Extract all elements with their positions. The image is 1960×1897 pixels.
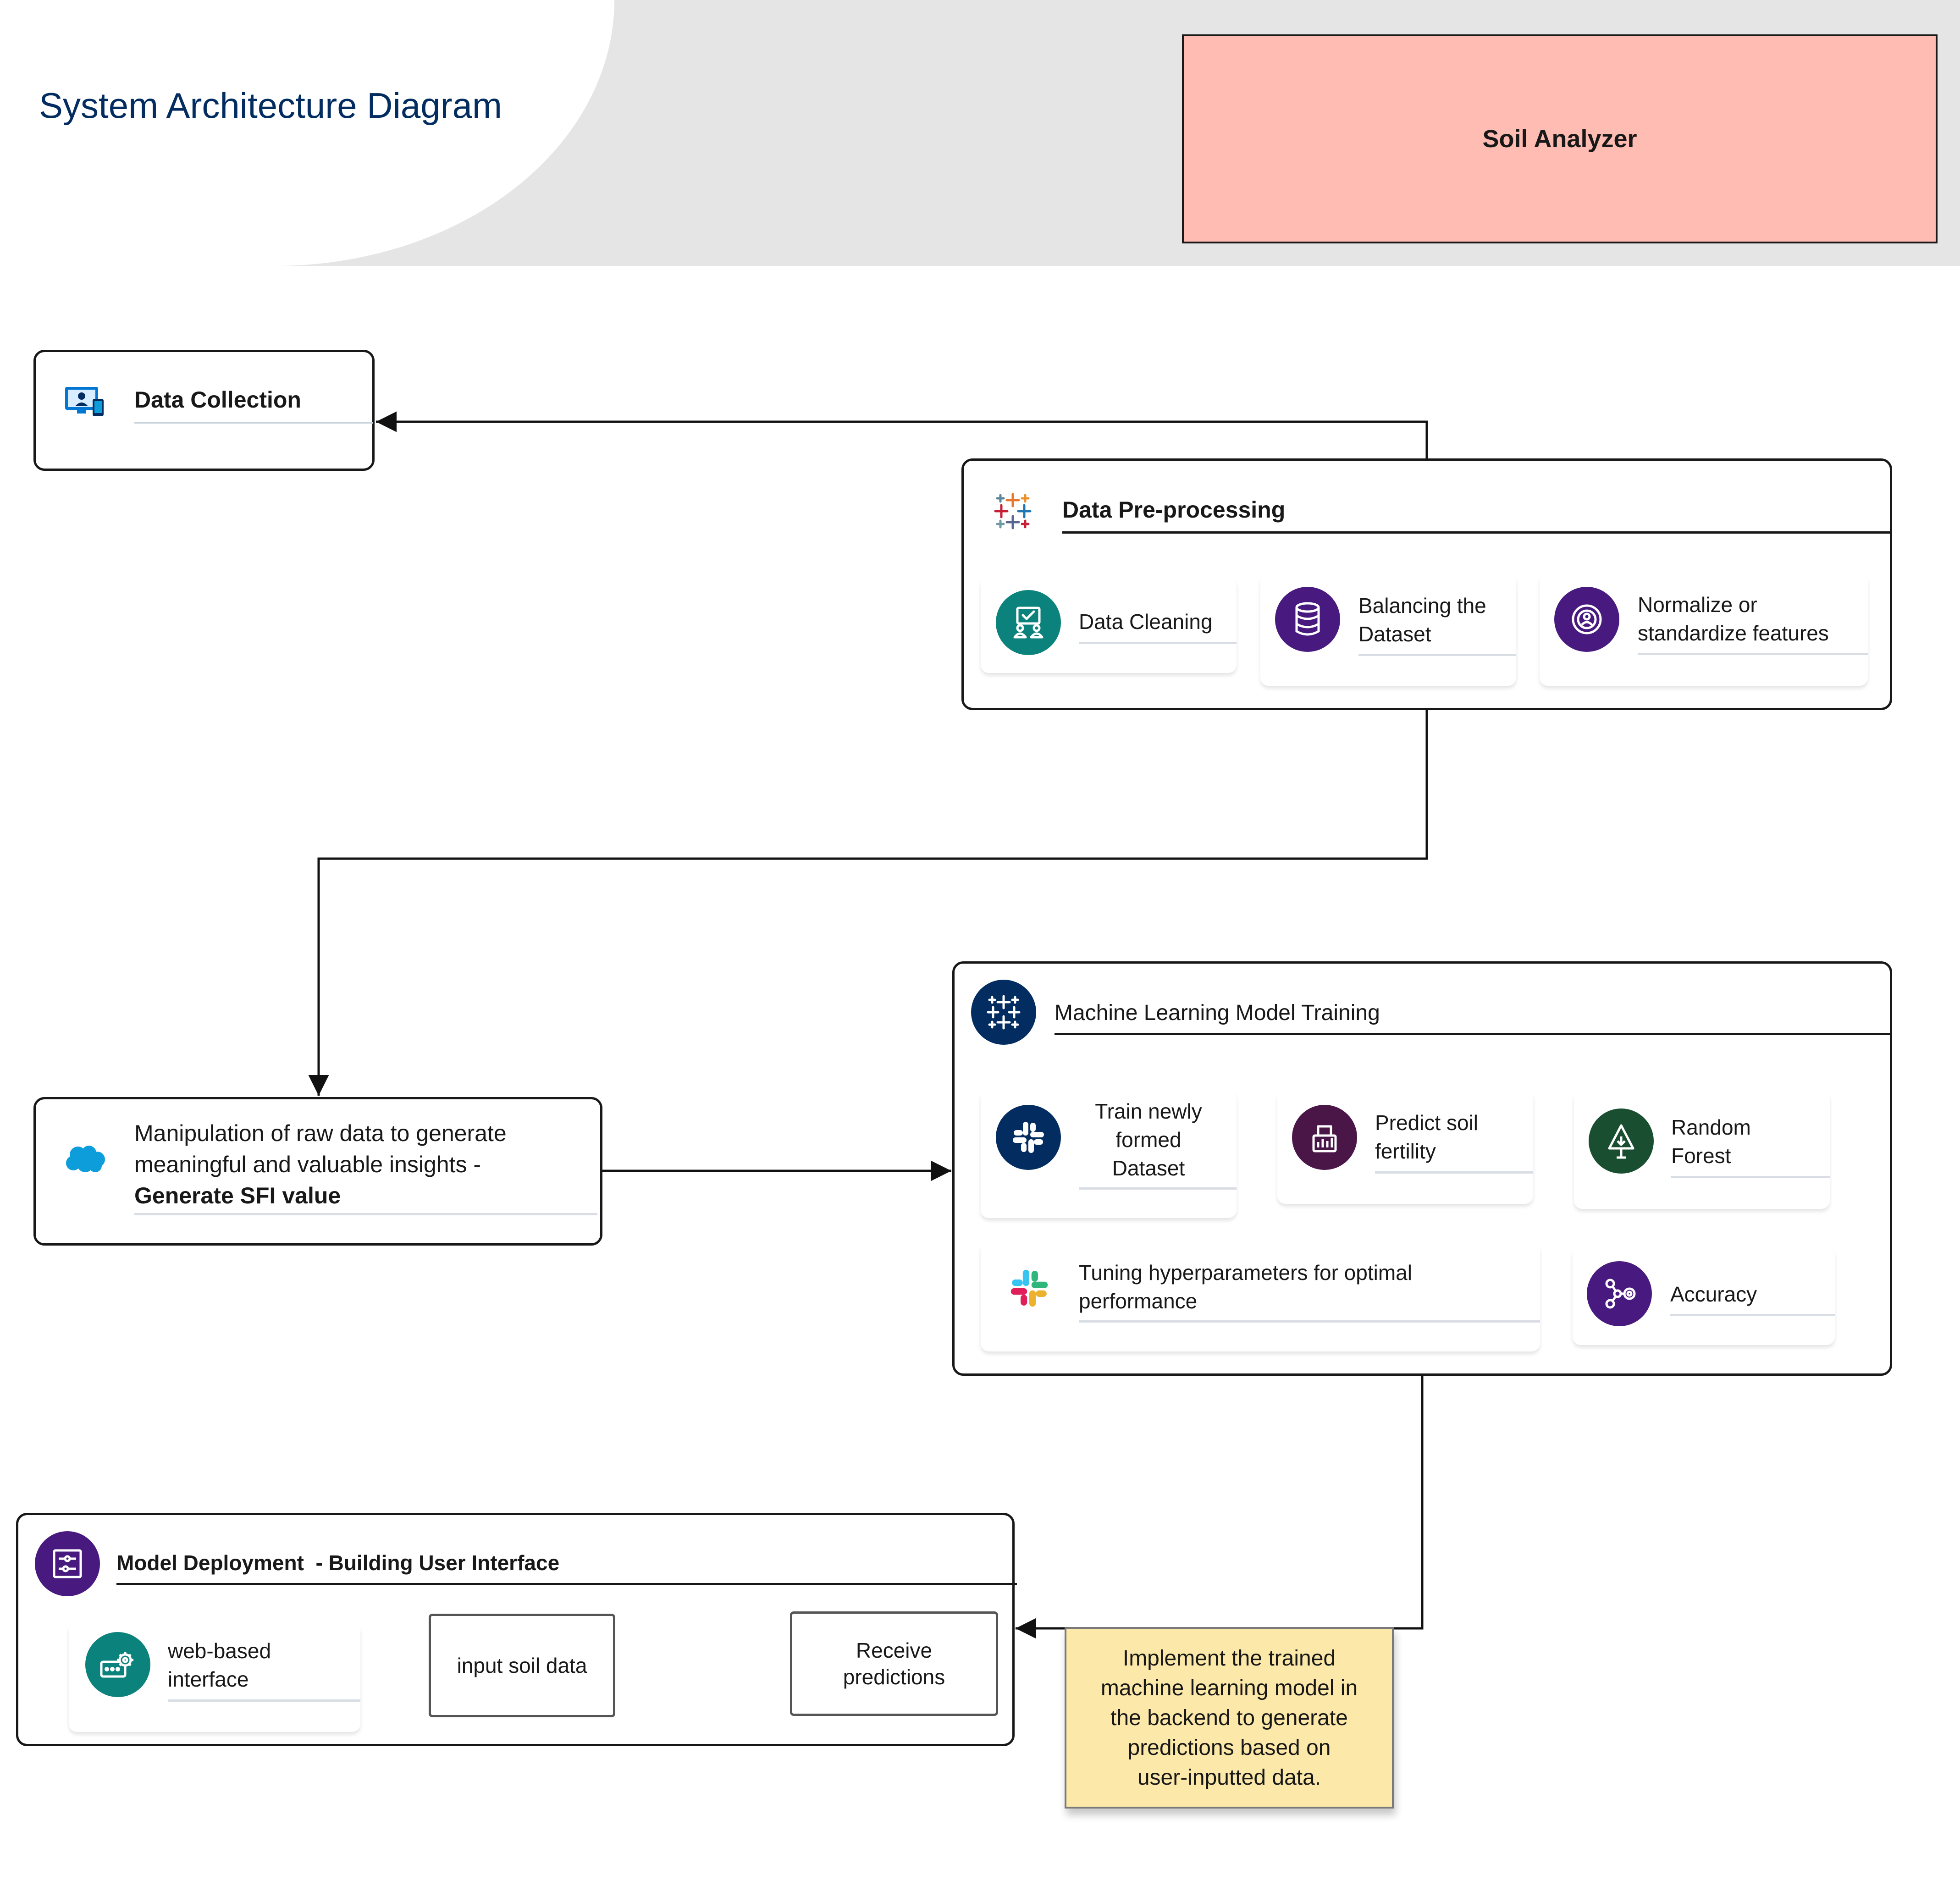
receive-predictions-line-2: predictions <box>843 1665 945 1689</box>
step-label-normalize-1: Normalize or <box>1638 593 1757 617</box>
ml-underline <box>1375 1171 1533 1174</box>
slack-icon <box>996 1105 1061 1170</box>
preprocessing-rule <box>1062 531 1892 534</box>
slack-color-icon <box>1009 1268 1050 1311</box>
deployment-title-rest: - Building User Interface <box>304 1551 560 1575</box>
normalize-icon <box>1554 587 1619 652</box>
ml-label-tuning-2: performance <box>1079 1289 1198 1313</box>
implementation-note[interactable]: Implement the trained machine learning m… <box>1065 1627 1394 1809</box>
web-interface-underline <box>168 1699 360 1702</box>
deployment-title: Model Deployment - Building User Interfa… <box>116 1550 559 1575</box>
database-icon <box>1275 587 1340 652</box>
devices-icon <box>64 385 105 419</box>
ml-training-title: Machine Learning Model Training <box>1055 1001 1380 1025</box>
step-label-normalize-2: standardize features <box>1638 621 1829 645</box>
note-line-2: machine learning model in <box>1100 1676 1358 1700</box>
note-line-5: user-inputted data. <box>1137 1765 1321 1790</box>
page-title: System Architecture Diagram <box>39 85 502 126</box>
manipulation-box[interactable]: Manipulation of raw data to generate mea… <box>33 1097 602 1246</box>
implementation-note-text: Implement the trained machine learning m… <box>1101 1643 1358 1792</box>
dashboard-icon <box>35 1531 100 1596</box>
ml-underline <box>1079 1320 1540 1323</box>
note-line-3: the backend to generate <box>1110 1705 1348 1730</box>
web-interface-label-1: web-based <box>168 1639 271 1663</box>
input-soil-data-label: input soil data <box>457 1654 587 1677</box>
ml-underline <box>1670 1314 1835 1316</box>
arrow-training-to-deployment <box>1016 1375 1424 1639</box>
deployment-title-bold: Model Deployment <box>116 1551 304 1575</box>
manipulation-underline <box>134 1213 597 1215</box>
data-cleaning-icon <box>996 590 1061 655</box>
input-soil-data-box[interactable]: input soil data <box>429 1614 615 1717</box>
network-icon <box>1587 1261 1652 1326</box>
step-underline <box>1638 653 1868 655</box>
ml-label-train-3: Dataset <box>1112 1156 1185 1180</box>
ml-label-train-2: formed <box>1115 1128 1182 1152</box>
step-label-balancing-2: Dataset <box>1358 622 1431 646</box>
system-name: Soil Analyzer <box>1482 125 1637 153</box>
note-line-1: Implement the trained <box>1122 1646 1336 1671</box>
step-underline <box>1358 654 1516 656</box>
data-collection-box[interactable]: Data Collection <box>33 350 375 471</box>
step-underline <box>1079 642 1237 644</box>
ml-underline <box>1671 1176 1830 1178</box>
analytics-icon <box>1292 1105 1357 1170</box>
data-collection-rule <box>134 422 373 424</box>
manipulation-text-1: Manipulation of raw data to generate <box>134 1120 507 1146</box>
step-label-balancing-1: Balancing the <box>1358 594 1486 618</box>
ml-card-tuning[interactable] <box>981 1242 1540 1351</box>
data-collection-title: Data Collection <box>134 387 301 413</box>
receive-predictions-box[interactable]: Receive predictions <box>790 1611 998 1716</box>
tableau-icon <box>971 980 1036 1045</box>
arrow-preprocessing-to-collection <box>376 411 1428 458</box>
preprocessing-title: Data Pre-processing <box>1062 497 1286 523</box>
receive-predictions-line-1: Receive <box>856 1638 933 1662</box>
tree-icon <box>1589 1108 1654 1174</box>
ml-training-rule <box>1055 1033 1892 1035</box>
ml-label-predict-2: fertility <box>1375 1139 1436 1163</box>
ml-label-forest-2: Forest <box>1671 1144 1731 1168</box>
salesforce-cloud-icon <box>64 1144 106 1176</box>
step-label-data-cleaning: Data Cleaning <box>1079 610 1213 634</box>
note-line-4: predictions based on <box>1127 1735 1331 1760</box>
ml-label-tuning-1: Tuning hyperparameters for optimal <box>1079 1261 1412 1285</box>
tableau-color-icon <box>992 491 1033 534</box>
ml-label-accuracy: Accuracy <box>1670 1282 1757 1306</box>
arrow-preprocessing-to-manipulation <box>308 710 1428 1096</box>
ml-label-forest-1: Random <box>1671 1115 1751 1139</box>
deployment-rule <box>116 1583 1017 1585</box>
web-interface-label-2: interface <box>168 1667 249 1691</box>
manipulation-text-2: meaningful and valuable insights - <box>134 1152 481 1177</box>
system-name-box[interactable]: Soil Analyzer <box>1182 34 1938 243</box>
web-settings-icon <box>85 1632 150 1697</box>
ml-underline <box>1079 1187 1237 1190</box>
ml-label-train-1: Train newly <box>1095 1099 1202 1123</box>
ml-label-predict-1: Predict soil <box>1375 1111 1478 1135</box>
receive-predictions-label: Receive predictions <box>843 1637 945 1690</box>
manipulation-text-3: Generate SFI value <box>134 1183 341 1208</box>
